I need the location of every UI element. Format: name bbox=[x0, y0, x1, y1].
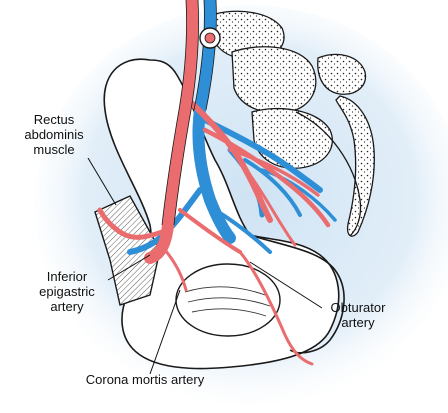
arteries bbox=[97, 0, 331, 366]
leader-inferior bbox=[107, 254, 151, 281]
label-obturator-artery: Obturator artery bbox=[318, 300, 398, 330]
leader-obturator bbox=[249, 261, 323, 309]
label-inferior-line1: Inferior bbox=[46, 269, 88, 284]
label-obturator-line1: Obturator bbox=[330, 300, 386, 315]
label-rectus-line2: abdominis bbox=[24, 127, 84, 142]
label-corona-mortis: Corona mortis artery bbox=[85, 372, 205, 387]
label-inferior-line3: artery bbox=[50, 299, 84, 314]
obturator-foramen bbox=[175, 263, 281, 337]
label-inferior-epigastric: Inferior epigastric artery bbox=[26, 269, 108, 314]
leader-corona bbox=[149, 289, 181, 375]
pubic-ramus bbox=[249, 234, 345, 354]
cut-vessel-lumen bbox=[204, 32, 216, 44]
label-obturator-line2: artery bbox=[341, 315, 375, 330]
label-inferior-line2: epigastric bbox=[39, 284, 95, 299]
label-rectus-abdominis: Rectus abdominis muscle bbox=[18, 112, 90, 157]
sacrum-body bbox=[317, 53, 367, 95]
obturator-membrane-lines bbox=[184, 286, 271, 317]
leader-lines bbox=[87, 157, 323, 375]
sacral-edge bbox=[295, 111, 362, 237]
vertebra-middle bbox=[231, 46, 317, 114]
label-rectus-line3: muscle bbox=[33, 142, 75, 157]
leader-rectus bbox=[87, 157, 117, 206]
vessel-outlines bbox=[161, 0, 217, 226]
label-rectus-line1: Rectus bbox=[33, 112, 75, 127]
